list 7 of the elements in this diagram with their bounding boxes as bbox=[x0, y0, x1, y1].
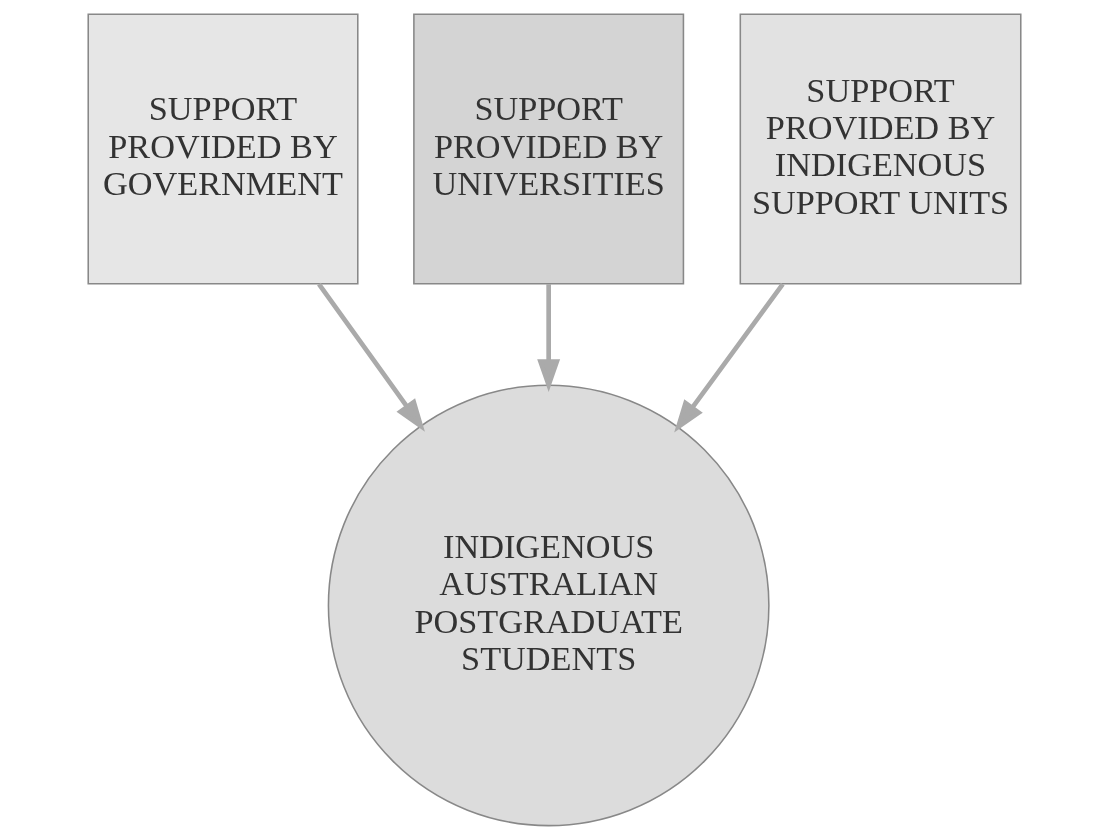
node-box: SUPPORT PROVIDED BY UNIVERSITIES bbox=[412, 13, 684, 285]
arrow bbox=[316, 282, 425, 432]
node-box: SUPPORT PROVIDED BY INDIGENOUS SUPPORT UNITS bbox=[739, 13, 1022, 285]
arrow bbox=[536, 284, 560, 393]
node-circle: INDIGENOUS AUSTRALIAN POSTGRADUATE STUDENTS bbox=[327, 384, 770, 827]
node-box: SUPPORT PROVIDED BY GOVERNMENT bbox=[86, 13, 359, 285]
arrow bbox=[673, 282, 785, 433]
